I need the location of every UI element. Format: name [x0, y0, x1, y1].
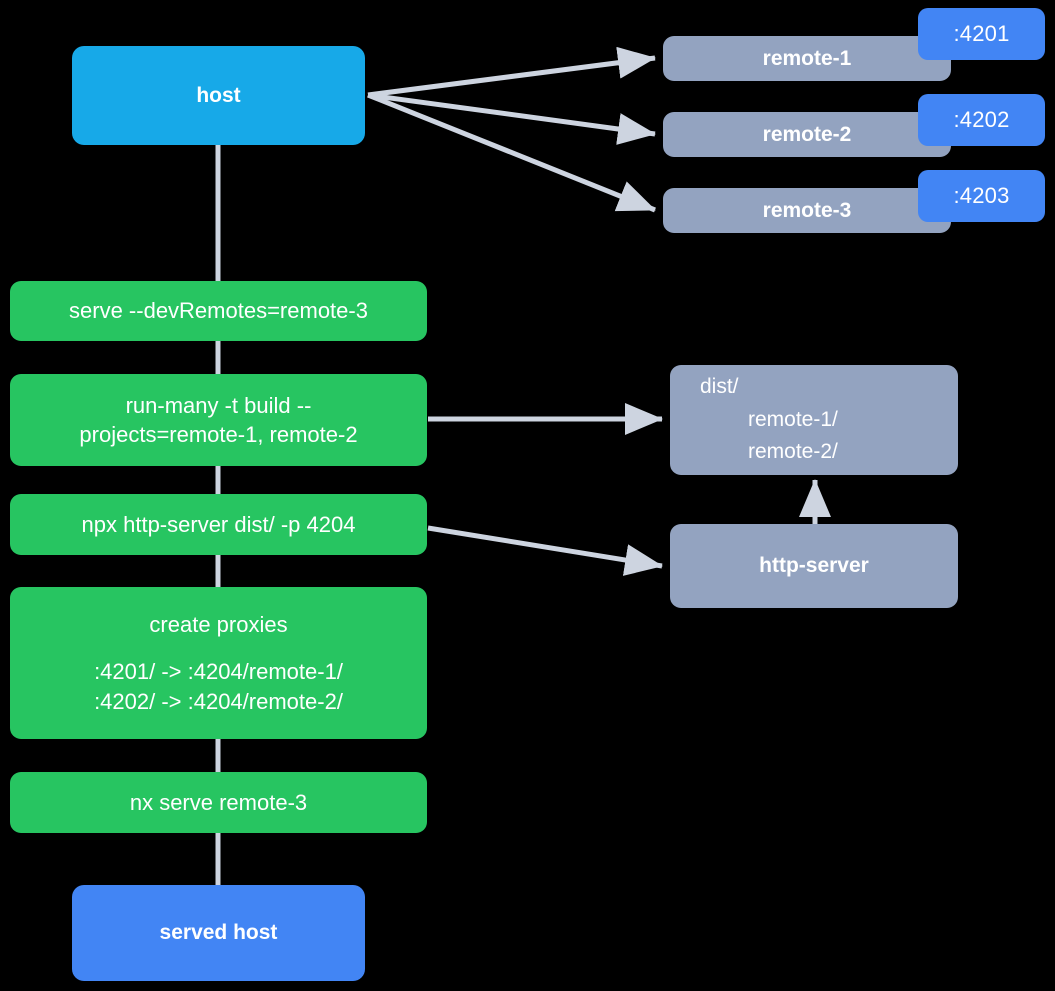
node-http-server-label: http-server [759, 554, 869, 578]
command-line: serve --devRemotes=remote-3 [69, 298, 368, 324]
badge-remote-3-port-label: :4203 [953, 183, 1010, 208]
command-line: :4202/ -> :4204/remote-2/ [94, 688, 343, 714]
command-line: projects=remote-1, remote-2 [79, 422, 358, 447]
dist-line-root: dist/ [700, 375, 739, 399]
node-remote-2[interactable]: remote-2 [663, 112, 951, 157]
badge-remote-2-port-label: :4202 [953, 107, 1010, 132]
node-remote-3[interactable]: remote-3 [663, 188, 951, 233]
node-command-run-many-build[interactable]: run-many -t build -- projects=remote-1, … [10, 374, 427, 466]
node-command-serve-dev-remotes[interactable]: serve --devRemotes=remote-3 [10, 281, 427, 341]
node-served-host-label: served host [159, 921, 278, 945]
node-remote-3-label: remote-3 [762, 198, 852, 222]
node-host-label: host [196, 83, 241, 107]
node-command-create-proxies[interactable]: create proxies :4201/ -> :4204/remote-1/… [10, 587, 427, 739]
badge-remote-1-port: :4201 [918, 8, 1045, 60]
node-http-server[interactable]: http-server [670, 524, 958, 608]
command-line: npx http-server dist/ -p 4204 [81, 511, 356, 537]
node-remote-1-label: remote-1 [762, 46, 852, 70]
badge-remote-3-port: :4203 [918, 170, 1045, 222]
command-line: create proxies [149, 612, 288, 638]
badge-remote-2-port: :4202 [918, 94, 1045, 146]
node-remote-2-label: remote-2 [762, 122, 852, 146]
node-served-host[interactable]: served host [72, 885, 365, 981]
dist-line-remote-2: remote-2/ [748, 440, 838, 464]
node-dist-directory[interactable]: dist/ remote-1/ remote-2/ [670, 365, 958, 475]
command-line: :4201/ -> :4204/remote-1/ [94, 659, 343, 685]
command-line: run-many -t build -- [125, 392, 312, 418]
edge-host-to-remotes [367, 46, 656, 213]
node-remote-1[interactable]: remote-1 [663, 36, 951, 81]
edge-npx-to-httpserver [427, 525, 663, 576]
node-host[interactable]: host [72, 46, 365, 145]
command-line: nx serve remote-3 [129, 789, 308, 815]
badge-remote-1-port-label: :4201 [953, 21, 1010, 46]
dist-line-remote-1: remote-1/ [748, 407, 838, 431]
node-command-nx-serve-remote-3[interactable]: nx serve remote-3 [10, 772, 427, 833]
node-command-npx-http-server[interactable]: npx http-server dist/ -p 4204 [10, 494, 427, 555]
